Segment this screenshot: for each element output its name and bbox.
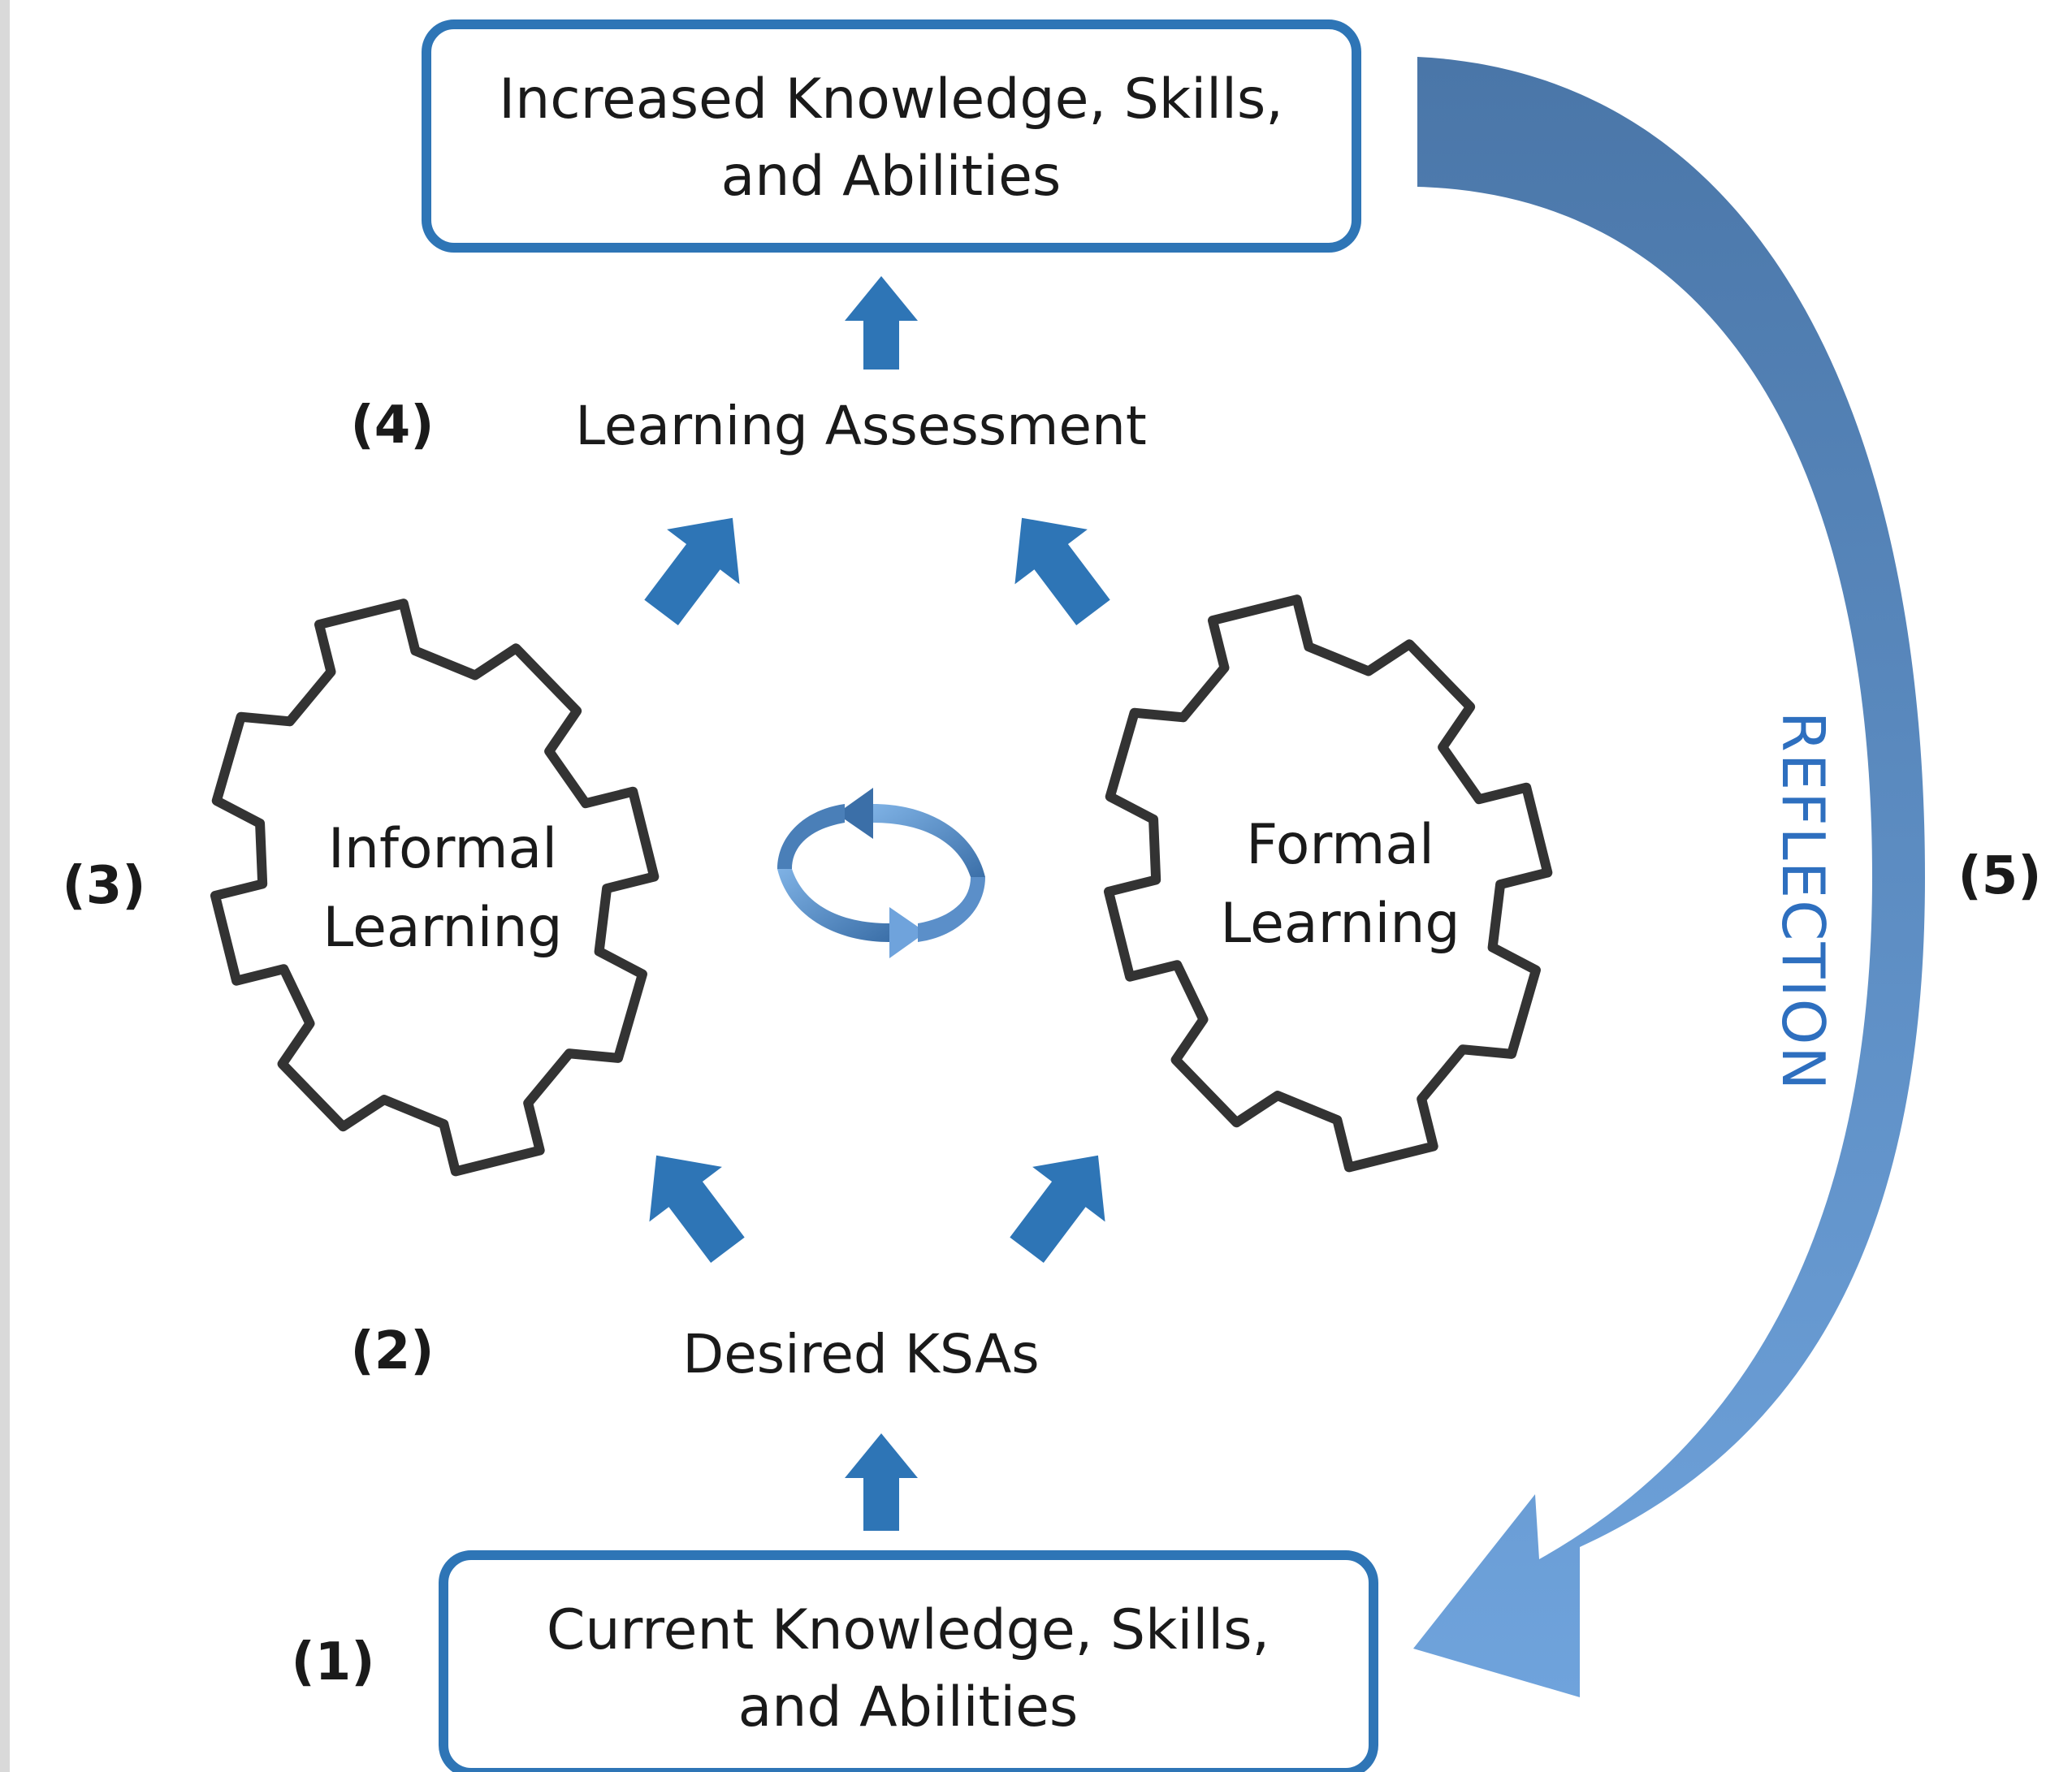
step-3-label: (3)	[62, 856, 145, 916]
reflection-label: REFLECTION	[1769, 711, 1837, 1092]
learning-assessment-label: Learning Assessment	[575, 395, 1146, 457]
informal-learning-gear-icon	[210, 599, 660, 1177]
current-ksa-box	[439, 1550, 1378, 1772]
refresh-cycle-icon	[777, 788, 985, 958]
informal-learning-line2: Learning	[322, 896, 562, 960]
increased-ksa-line1: Increased Knowledge, Skills,	[499, 67, 1283, 132]
step-4-label: (4)	[350, 395, 434, 456]
step-2-label: (2)	[350, 1321, 434, 1381]
arrow-ksas-to-formal	[1010, 1155, 1105, 1263]
arrow-informal-to-assessment	[644, 517, 740, 625]
step-5-label: (5)	[1957, 846, 2041, 906]
up-arrow-to-increased	[845, 276, 918, 370]
current-ksa-line1: Current Knowledge, Skills,	[547, 1598, 1270, 1662]
left-border-rule	[0, 0, 10, 1772]
informal-learning-line1: Informal	[328, 817, 557, 881]
desired-ksas-label: Desired KSAs	[682, 1323, 1039, 1385]
increased-ksa-box	[422, 19, 1361, 253]
arrow-ksas-to-informal	[649, 1155, 745, 1263]
step-1-label: (1)	[291, 1632, 374, 1692]
reflection-arrow	[1413, 57, 1925, 1697]
formal-learning-line2: Learning	[1220, 892, 1460, 956]
current-ksa-line2: and Abilities	[738, 1675, 1079, 1740]
formal-learning-line1: Formal	[1246, 813, 1434, 877]
up-arrow-from-current	[845, 1433, 918, 1531]
formal-learning-gear-icon	[1103, 594, 1553, 1173]
increased-ksa-line2: and Abilities	[721, 145, 1062, 209]
arrow-formal-to-assessment	[1014, 517, 1110, 625]
